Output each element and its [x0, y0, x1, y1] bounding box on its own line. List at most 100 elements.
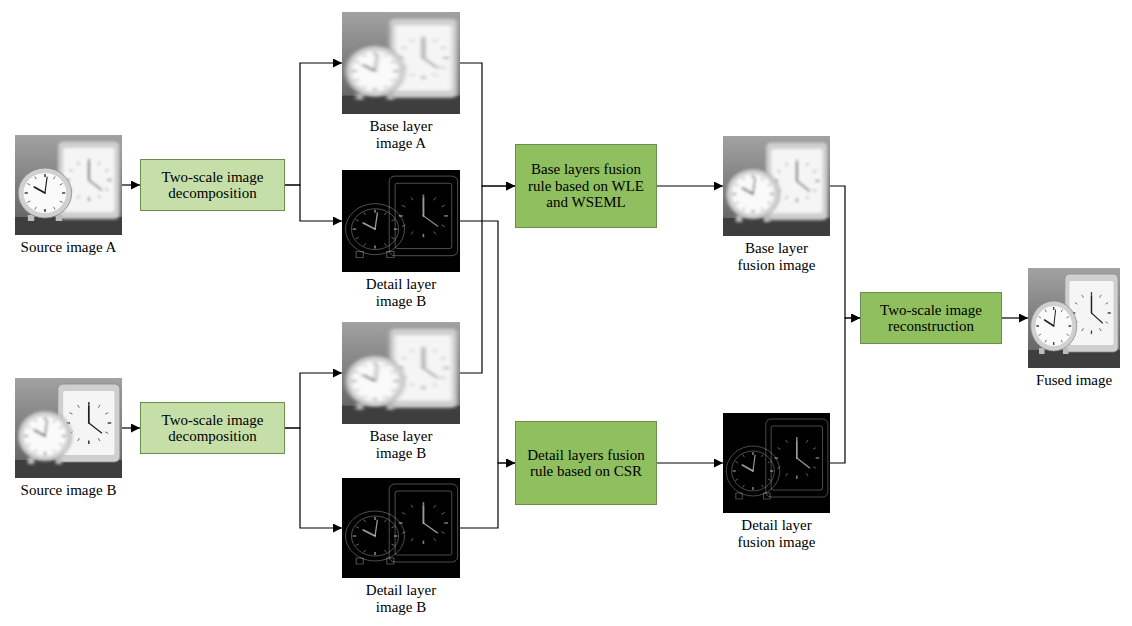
- clock-tick: [62, 192, 65, 193]
- clock-tick: [108, 422, 112, 423]
- clock-tick: [60, 184, 63, 186]
- clock-tick: [796, 199, 797, 202]
- round-clock: [18, 168, 72, 221]
- clock-tick: [813, 467, 816, 469]
- clock-hand: [88, 163, 90, 180]
- clock-face: [24, 173, 67, 213]
- clock-tick: [806, 440, 808, 443]
- clock-tick: [434, 197, 436, 200]
- clock-tick: [743, 208, 745, 211]
- clock-tick: [35, 177, 37, 180]
- clock-tick: [384, 212, 386, 215]
- clock-tick: [356, 527, 359, 529]
- clock-tick: [27, 444, 30, 446]
- clock-case: [346, 511, 405, 561]
- clock-tick: [735, 202, 738, 204]
- image-panel: Base layer fusion image: [723, 136, 830, 273]
- clock-tick: [411, 39, 413, 42]
- clock-hand: [742, 465, 753, 471]
- clock-tick: [813, 190, 816, 192]
- clock-tick: [402, 225, 405, 227]
- clock-tick: [423, 37, 425, 40]
- clock-tick: [88, 402, 89, 405]
- clock-tick: [411, 349, 413, 352]
- clock-tick: [441, 205, 444, 207]
- clock-tick: [1082, 328, 1084, 331]
- clock-tick: [1067, 334, 1069, 336]
- clock-tick: [391, 79, 394, 81]
- clock-tick: [411, 197, 413, 200]
- clock-face: [395, 183, 452, 248]
- box-label: Two-scale image decomposition: [149, 412, 276, 445]
- clock-tick: [60, 444, 63, 446]
- clock-tick: [816, 180, 820, 181]
- clock-hand: [753, 455, 755, 471]
- image-caption: Detail layer fusion image: [732, 517, 822, 550]
- clock-tick: [777, 467, 780, 469]
- round-clock: [346, 511, 405, 564]
- clock-hand: [363, 65, 375, 71]
- image-background: [342, 12, 460, 114]
- connector-arrow: [460, 221, 515, 463]
- clock-tick: [796, 160, 797, 163]
- clock-tick: [434, 538, 436, 541]
- box-label: Base layers fusion rule based on WLE and…: [524, 161, 648, 211]
- clock-tick: [78, 405, 80, 408]
- clock-hand: [1054, 310, 1056, 326]
- clock-tick: [98, 195, 100, 198]
- clock-tick: [768, 462, 771, 464]
- clock-hand: [422, 41, 424, 58]
- image-panel: Detail layer fusion image: [723, 413, 830, 550]
- clock-tick: [88, 441, 89, 444]
- round-clock: [18, 411, 72, 464]
- clock-hand: [423, 523, 437, 533]
- clock-tick: [364, 212, 366, 215]
- clock-tick: [743, 455, 745, 458]
- clock-tick: [364, 54, 366, 57]
- clock-tick: [69, 170, 72, 172]
- clock-tick: [384, 364, 386, 367]
- round-clock: [346, 204, 405, 258]
- image-background: [1028, 268, 1120, 368]
- clock-tick: [374, 552, 376, 555]
- clock-face: [351, 361, 398, 402]
- clock-tick: [762, 455, 764, 458]
- clock-tick: [374, 517, 376, 520]
- clock-tick: [374, 362, 376, 365]
- clock-tick: [35, 450, 37, 453]
- clock-tick: [423, 541, 425, 544]
- clock-tick: [384, 550, 386, 553]
- clock-tick: [394, 535, 398, 536]
- clock-tick: [444, 57, 448, 58]
- clock-tick: [813, 171, 816, 173]
- clock-tick: [35, 207, 37, 210]
- clock-hand: [423, 58, 437, 68]
- clock-tick: [762, 178, 764, 181]
- clock-tick: [768, 479, 771, 481]
- clock-tick: [353, 228, 357, 229]
- clock-hand: [423, 216, 437, 226]
- clock-tick: [391, 527, 394, 529]
- clock-foot: [356, 558, 363, 564]
- image-background: [723, 136, 830, 236]
- clock-face: [395, 491, 452, 555]
- clock-tick: [391, 544, 394, 546]
- connector-arrow: [1002, 317, 1028, 318]
- clock-hand: [796, 441, 798, 458]
- clock-tick: [1039, 317, 1041, 319]
- image-thumbnail: [342, 322, 460, 424]
- clock-hand: [375, 55, 377, 71]
- clock-face: [771, 426, 822, 490]
- clock-hand: [423, 368, 437, 378]
- clock-hand: [1091, 313, 1102, 323]
- clock-tick: [796, 476, 797, 479]
- clock-tick: [423, 76, 425, 79]
- clock-face: [1035, 306, 1072, 346]
- clock-tick: [44, 174, 45, 177]
- clock-tick: [1068, 325, 1071, 326]
- clock-tick: [1045, 310, 1046, 313]
- clock-tick: [411, 505, 413, 508]
- connector-arrow: [285, 185, 342, 221]
- clock-tick: [54, 420, 56, 423]
- clock-tick: [786, 473, 788, 476]
